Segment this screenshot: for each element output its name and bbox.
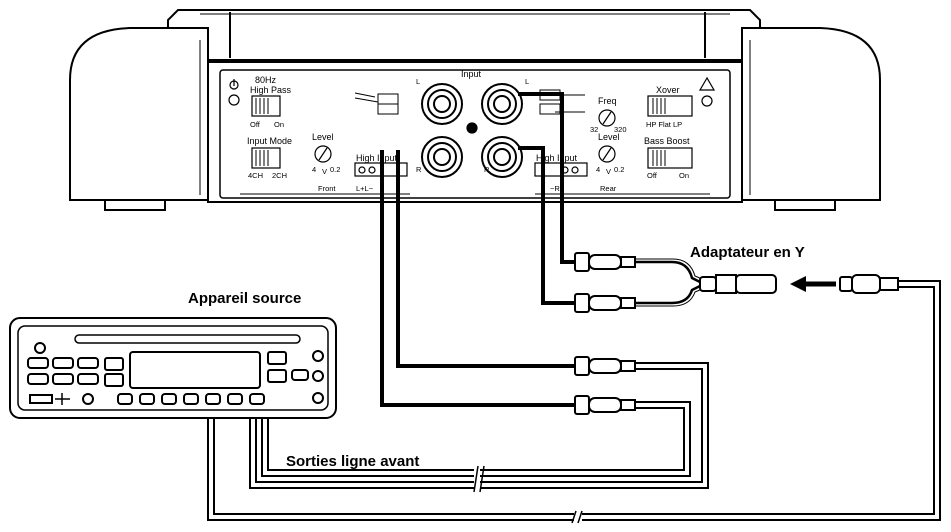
head-unit-power-icon[interactable] — [34, 342, 46, 354]
head-unit-knob[interactable] — [312, 392, 324, 404]
preset-button[interactable] — [249, 393, 265, 405]
input-mode-switch[interactable] — [251, 147, 281, 169]
head-unit-button[interactable] — [52, 357, 74, 369]
amp-control-panel — [228, 76, 716, 195]
warning-icon — [698, 76, 716, 91]
source-label: Appareil source — [188, 290, 301, 307]
eject-slot[interactable] — [29, 394, 53, 404]
jack-front-l-label: L — [416, 77, 420, 86]
xover-switch[interactable] — [647, 95, 693, 117]
rear-l-cable — [518, 92, 575, 264]
front-level-label: Level — [312, 132, 334, 142]
preset-button[interactable] — [205, 393, 221, 405]
y-adapter-plug-top — [588, 254, 622, 270]
front-plug-l — [588, 358, 622, 374]
rear-label: Rear — [600, 184, 617, 193]
rear-level-min: 4 — [596, 165, 600, 174]
rear-level-knob[interactable] — [598, 145, 616, 163]
rca-jack-rear-r[interactable] — [481, 136, 523, 178]
head-unit-button[interactable] — [104, 373, 124, 387]
front-terminal-label: L+L− — [356, 184, 374, 193]
high-pass-switch[interactable] — [251, 95, 281, 117]
rear-terminal-label: −R+ — [550, 184, 565, 193]
mode-4ch-label: 4CH — [248, 171, 263, 180]
front-level-knob[interactable] — [314, 145, 332, 163]
head-unit-button[interactable] — [267, 369, 287, 383]
hp-freq-label: 80Hz — [255, 75, 277, 85]
head-unit-button[interactable] — [77, 373, 99, 385]
cd-slot — [74, 334, 301, 344]
front-level-min: 4 — [312, 165, 316, 174]
power-icon — [228, 94, 240, 106]
rear-r-cable — [518, 146, 575, 305]
head-unit-button[interactable] — [77, 357, 99, 369]
head-unit-button[interactable] — [104, 357, 124, 371]
high-pass-label: High Pass — [250, 85, 292, 95]
jack-rear-r-label: R — [484, 165, 490, 174]
head-unit-display — [129, 351, 261, 389]
adapter-label: Adaptateur en Y — [690, 244, 805, 261]
rear-level-label: Level — [598, 132, 620, 142]
freq-knob[interactable] — [598, 109, 616, 127]
head-unit-knob[interactable] — [82, 393, 94, 405]
bass-boost-switch[interactable] — [647, 147, 693, 169]
front-l-cable — [396, 150, 575, 368]
status-led-icon — [701, 95, 713, 107]
head-unit-button[interactable] — [291, 369, 309, 381]
y-adapter-plug-bottom — [588, 295, 622, 311]
head-unit-button[interactable] — [267, 351, 287, 365]
freq-max: 320 — [614, 125, 627, 134]
xover-modes-label: HP Flat LP — [646, 120, 682, 129]
rear-high-input-label: High Input — [536, 153, 578, 163]
front-plug-r — [588, 397, 622, 413]
front-level-unit: V — [322, 167, 327, 176]
head-unit-button[interactable] — [27, 373, 49, 385]
head-unit-knob[interactable] — [312, 370, 324, 382]
bass-boost-label: Bass Boost — [644, 136, 690, 146]
preset-button[interactable] — [117, 393, 133, 405]
front-label: Front — [318, 184, 336, 193]
jack-rear-l-label: L — [525, 77, 529, 86]
rca-input-jacks — [421, 83, 523, 178]
bass-boost-off: Off — [647, 171, 658, 180]
front-outputs-label: Sorties ligne avant — [286, 453, 419, 470]
rear-input-plug — [851, 274, 881, 294]
freq-min: 32 — [590, 125, 598, 134]
preset-button[interactable] — [183, 393, 199, 405]
jack-front-r-label: R — [416, 165, 422, 174]
preset-button[interactable] — [227, 393, 243, 405]
head-unit-knob[interactable] — [312, 350, 324, 362]
on-label: On — [274, 120, 284, 129]
preset-button[interactable] — [161, 393, 177, 405]
cables — [207, 92, 941, 524]
freq-label: Freq — [598, 96, 617, 106]
source-unit — [9, 317, 337, 419]
front-level-max: 0.2 — [330, 165, 340, 174]
indicator-led-icon — [466, 122, 478, 134]
rca-jack-front-r[interactable] — [421, 136, 463, 178]
rear-level-max: 0.2 — [614, 165, 624, 174]
head-unit-button[interactable] — [52, 373, 74, 385]
preset-button[interactable] — [139, 393, 155, 405]
input-label: Input — [461, 69, 482, 79]
rca-jack-rear-l[interactable] — [481, 83, 523, 125]
amplifier — [69, 9, 881, 211]
input-mode-label: Input Mode — [247, 136, 292, 146]
off-label: Off — [250, 120, 261, 129]
rca-jack-front-l[interactable] — [421, 83, 463, 125]
y-adapter-body — [715, 274, 737, 294]
rear-level-unit: V — [606, 167, 611, 176]
amp-panel-labels: 80Hz High Pass Off On Input Mode 4CH 2CH… — [247, 69, 690, 193]
front-r-cable — [380, 150, 575, 407]
usb-port-icon — [55, 393, 70, 405]
head-unit-button[interactable] — [27, 357, 49, 369]
mode-2ch-label: 2CH — [272, 171, 287, 180]
bass-boost-on: On — [679, 171, 689, 180]
front-high-input-label: High Input — [356, 153, 398, 163]
xover-label: Xover — [656, 85, 680, 95]
